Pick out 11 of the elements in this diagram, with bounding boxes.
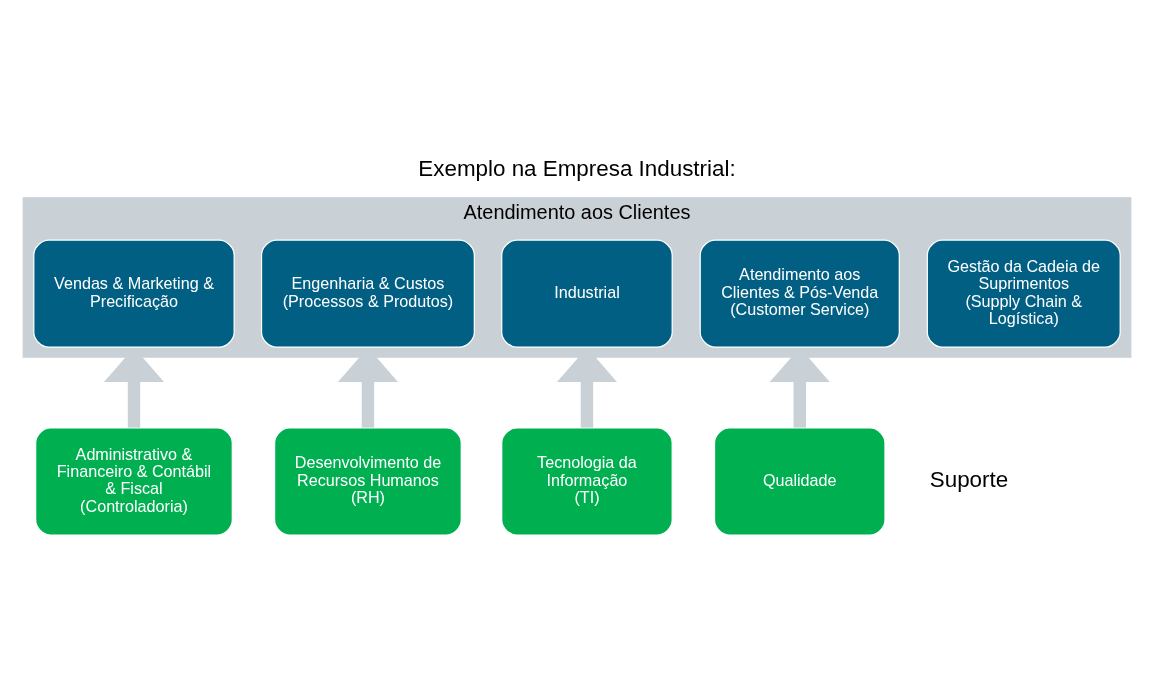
node-box: Desenvolvimento de Recursos Humanos (RH): [274, 426, 462, 536]
diagram-title: Exemplo na Empresa Industrial:: [418, 155, 736, 181]
node-box: Tecnologia da Informação (TI): [501, 426, 673, 536]
node-box: Atendimento aos Clientes & Pós-Venda (Customer Service): [699, 238, 900, 348]
node-box: Engenharia & Custos (Processos & Produtos): [260, 238, 475, 348]
node-box: Industrial: [501, 238, 673, 348]
label: Suporte: [929, 466, 1009, 492]
node-box: Vendas & Marketing & Precificação: [33, 238, 235, 348]
node-box: Administrativo & Financeiro & Contábil & Fiscal (Controladoria): [35, 426, 233, 536]
node-box: Gestão da Cadeia de Suprimentos (Supply Chain & Logística): [926, 238, 1121, 348]
node-box: Qualidade: [713, 426, 886, 536]
